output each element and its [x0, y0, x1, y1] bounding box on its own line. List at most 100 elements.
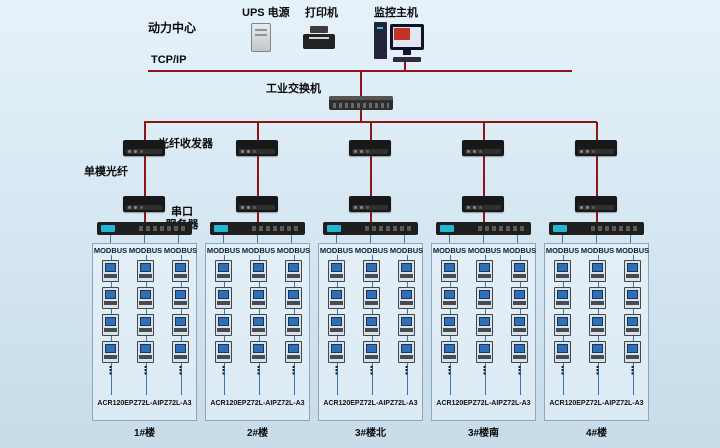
industrial-switch-device [329, 96, 393, 110]
fiber-drop-line [370, 122, 372, 140]
energy-meter [328, 287, 345, 309]
energy-meter [137, 260, 154, 282]
fiber-transceiver-device [123, 196, 165, 212]
modbus-bus-line [370, 235, 371, 244]
meter-screen [175, 344, 186, 353]
energy-meter [476, 287, 493, 309]
meter-terminals [287, 328, 300, 332]
meter-terminals [139, 274, 152, 278]
transceiver-front-panel [126, 149, 162, 154]
energy-meter [172, 287, 189, 309]
meter-column: MODBUS ⋮ [432, 244, 467, 395]
meter-screen [627, 344, 638, 353]
energy-meter [215, 260, 232, 282]
ups-device [251, 23, 271, 52]
serial-server-tag [214, 225, 228, 232]
modbus-bus-line [449, 235, 450, 244]
ellipsis: ⋮ [557, 365, 568, 377]
meter-screen [105, 317, 116, 326]
meter-screen [401, 290, 412, 299]
serial-server-label-line1: 串口 [171, 206, 193, 218]
printer-tray [310, 26, 328, 33]
building-label: 2#楼 [246, 428, 269, 439]
fiber-transceiver-device [236, 140, 278, 156]
meter-model-label: ACR120EPZ72L-AIPZ72L-A3 [210, 400, 305, 407]
meter-screen [175, 263, 186, 272]
energy-meter [137, 287, 154, 309]
ellipsis: ⋮ [479, 365, 490, 377]
monitor-stand [403, 50, 411, 55]
meter-terminals [443, 274, 456, 278]
transceiver-front-panel [352, 205, 388, 210]
energy-meter [441, 260, 458, 282]
energy-meter [441, 314, 458, 336]
meter-terminals [400, 328, 413, 332]
meter-screen [366, 317, 377, 326]
modbus-label: MODBUS [128, 246, 163, 255]
meter-screen [557, 263, 568, 272]
energy-meter [554, 341, 571, 363]
modbus-label: MODBUS [545, 246, 580, 255]
meter-terminals [591, 274, 604, 278]
meter-screen [557, 290, 568, 299]
meter-terminals [104, 274, 117, 278]
modbus-label: MODBUS [389, 246, 424, 255]
meter-terminals [330, 274, 343, 278]
energy-meter [398, 341, 415, 363]
meter-screen [557, 344, 568, 353]
meter-screen [479, 344, 490, 353]
meter-screen [627, 290, 638, 299]
meter-screen [592, 317, 603, 326]
modbus-label: MODBUS [319, 246, 354, 255]
energy-meter [511, 287, 528, 309]
meter-terminals [252, 328, 265, 332]
transceiver-front-panel [239, 205, 275, 210]
energy-meter [172, 314, 189, 336]
meter-terminals [330, 301, 343, 305]
energy-meter [102, 287, 119, 309]
meter-column: MODBUS ⋮ [467, 244, 502, 395]
meter-screen [288, 290, 299, 299]
switch-uplink-line [360, 72, 362, 96]
meter-column: MODBUS ⋮ [615, 244, 650, 395]
host-keyboard [393, 57, 421, 62]
meter-terminals [556, 274, 569, 278]
meter-terminals [478, 301, 491, 305]
energy-meter [250, 260, 267, 282]
meter-screen [592, 263, 603, 272]
energy-meter [476, 341, 493, 363]
meter-terminals [217, 355, 230, 359]
host-tower [374, 22, 387, 59]
serial-server-device [436, 222, 531, 235]
meter-terminals [443, 328, 456, 332]
meter-screen [218, 263, 229, 272]
meter-screen [444, 317, 455, 326]
fiber-link-line [144, 156, 146, 196]
serial-server-device [97, 222, 192, 235]
serial-server-device [323, 222, 418, 235]
modbus-bus-line [630, 235, 631, 244]
meter-screen [140, 317, 151, 326]
meter-column: MODBUS ⋮ [93, 244, 128, 395]
meter-screen [140, 290, 151, 299]
switch-top-panel [329, 96, 393, 100]
meter-screen [331, 317, 342, 326]
energy-meter [476, 314, 493, 336]
meter-screen [288, 317, 299, 326]
meter-terminals [217, 274, 230, 278]
meter-terminals [174, 274, 187, 278]
energy-meter [476, 260, 493, 282]
meter-group-box: MODBUS ⋮ MODBUS ⋮ MODBUS [205, 243, 310, 421]
modbus-bus-line [291, 235, 292, 244]
meter-group-box: MODBUS ⋮ MODBUS ⋮ MODBUS [544, 243, 649, 421]
ellipsis: ⋮ [253, 365, 264, 377]
meter-group-box: MODBUS ⋮ MODBUS ⋮ MODBUS [431, 243, 536, 421]
energy-meter [624, 287, 641, 309]
ellipsis: ⋮ [175, 365, 186, 377]
modbus-label: MODBUS [615, 246, 650, 255]
modbus-bus-line [596, 235, 597, 244]
meter-terminals [591, 301, 604, 305]
meter-terminals [287, 355, 300, 359]
energy-meter [137, 341, 154, 363]
meter-terminals [139, 355, 152, 359]
